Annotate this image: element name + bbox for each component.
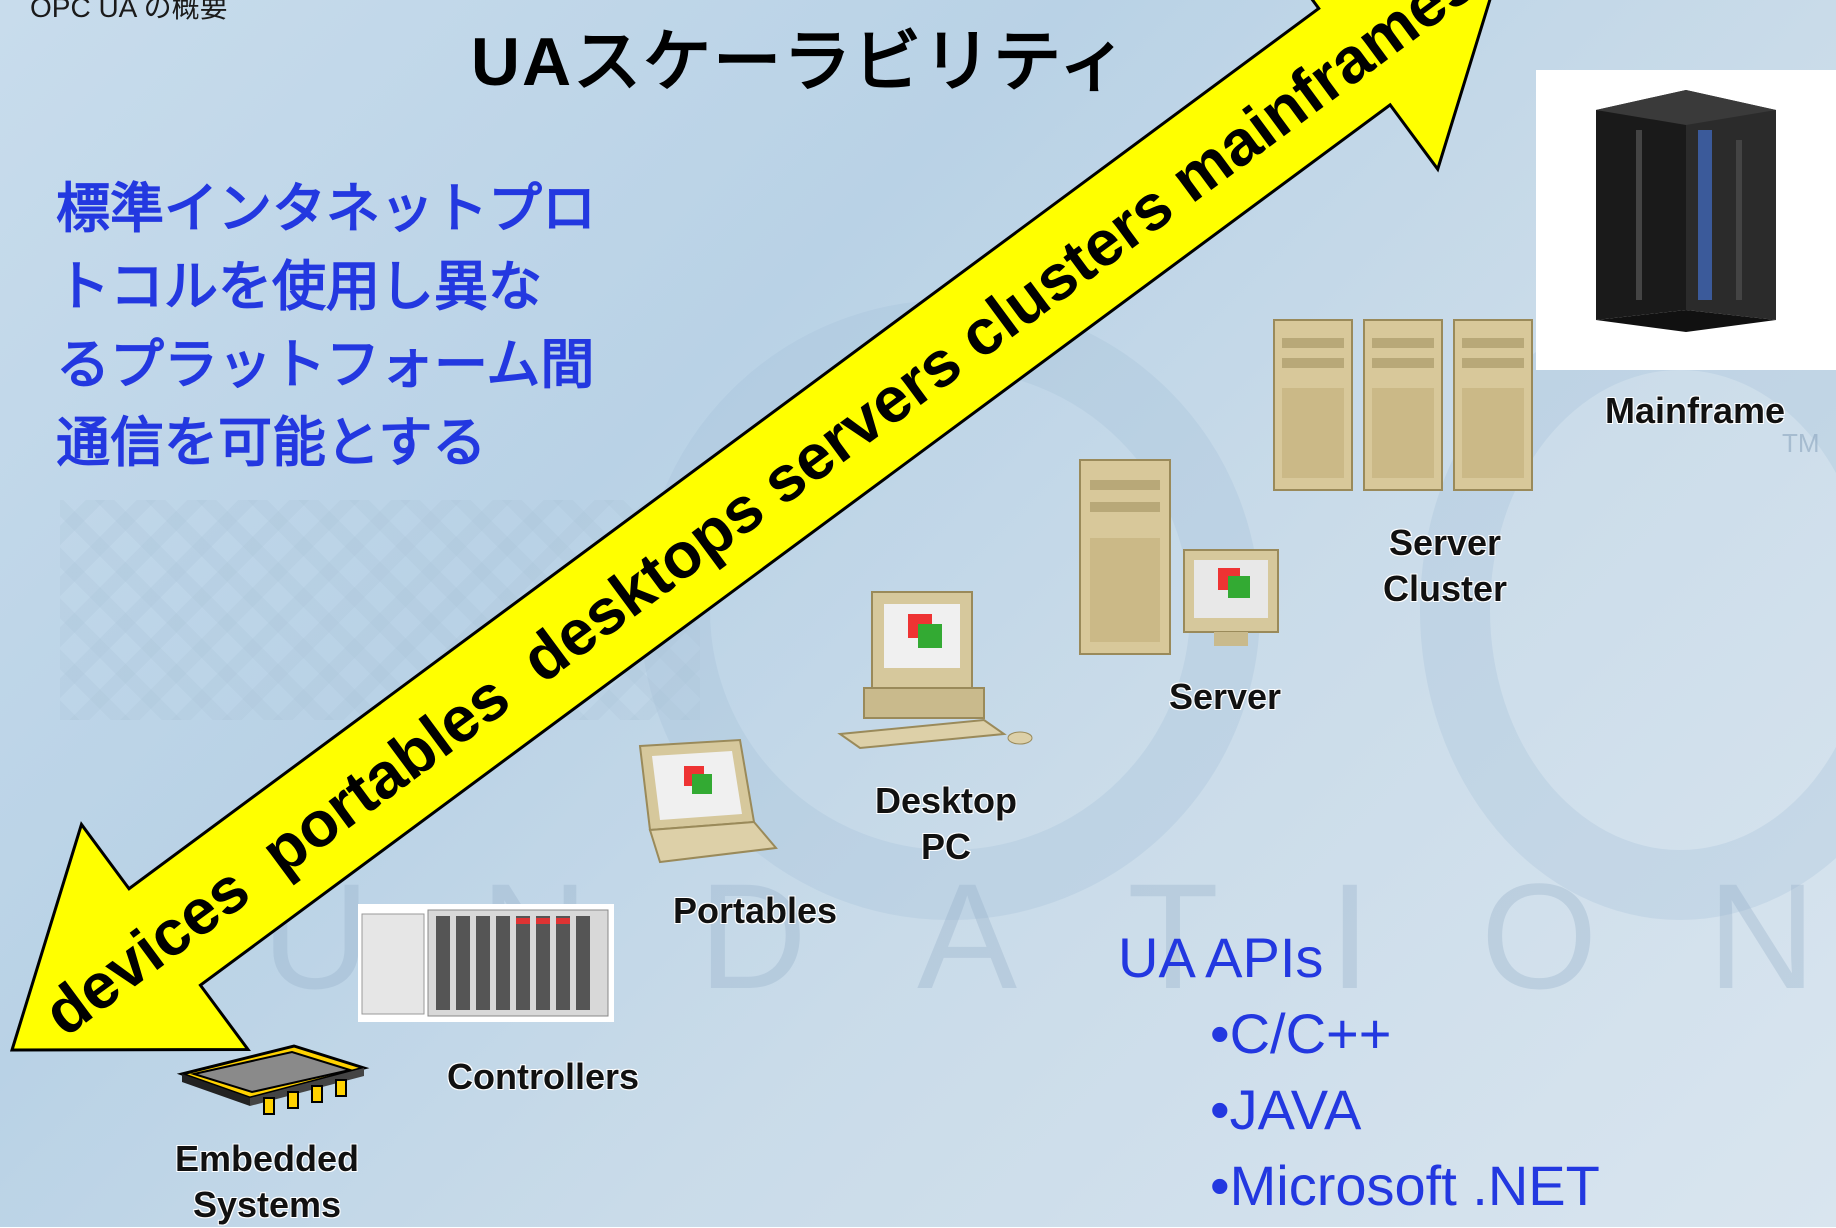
page-title: UAスケーラビリティ xyxy=(470,24,1130,100)
api-item: •C/C++ xyxy=(1210,1002,1392,1065)
api-item: •Microsoft .NET xyxy=(1210,1154,1600,1217)
server-label: Server xyxy=(1168,676,1282,717)
api-item: •JAVA xyxy=(1210,1078,1362,1141)
desktop-pc-label: Desktop PC xyxy=(874,780,1018,867)
trademark-mark: TM xyxy=(1782,428,1820,458)
portables-label: Portables xyxy=(672,890,838,931)
ua-apis-list: UA APIs •C/C++ •JAVA •Microsoft .NET xyxy=(1118,920,1600,1224)
server-icon xyxy=(1078,458,1282,658)
server-cluster-icon xyxy=(1272,318,1542,494)
breadcrumb: OPC UA の概要 xyxy=(30,0,228,23)
mainframe-icon xyxy=(1536,70,1836,370)
controllers-label: Controllers xyxy=(446,1056,640,1097)
plc-controller-icon xyxy=(358,904,614,1022)
mainframe-label: Mainframe xyxy=(1604,390,1786,431)
embedded-systems-label: Embedded Systems xyxy=(174,1138,360,1225)
desktop-pc-icon xyxy=(834,588,1034,754)
description-text: 標準インタネットプロ トコルを使用し異な るプラットフォーム間 通信を可能とする xyxy=(56,177,596,474)
arrow-shape xyxy=(9,0,1510,1052)
server-cluster-label: Server Cluster xyxy=(1382,522,1508,609)
chip-icon xyxy=(174,1040,370,1118)
apis-heading: UA APIs xyxy=(1118,926,1324,989)
laptop-icon xyxy=(620,736,780,872)
